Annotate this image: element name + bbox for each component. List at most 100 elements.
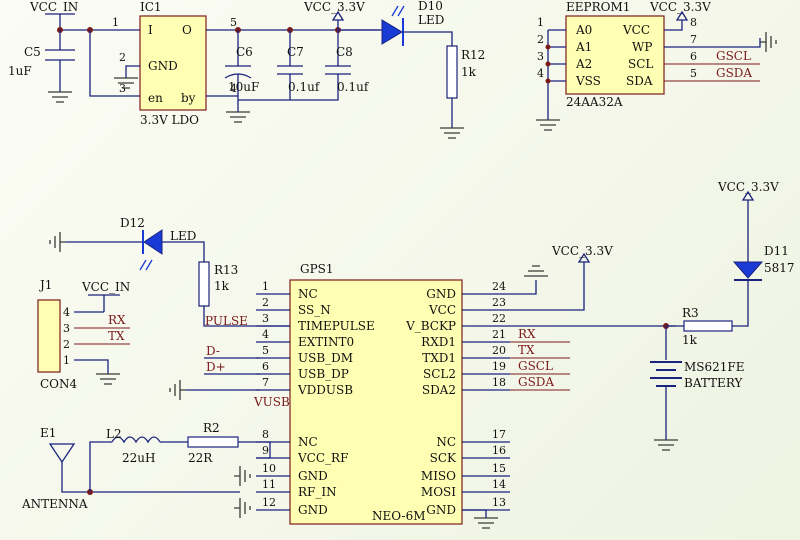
ground-icon xyxy=(234,498,251,518)
led-d12-icon xyxy=(143,229,163,255)
j1-pin-num: 4 xyxy=(63,306,70,319)
wire-led-r12 xyxy=(403,31,453,46)
wire-led12-r13 xyxy=(162,241,205,262)
gps-pin-num: 6 xyxy=(262,360,269,373)
gps-pin-label: GND xyxy=(298,503,328,517)
ldo-pin-num: 4 xyxy=(230,82,237,95)
e1-ref: E1 xyxy=(40,426,56,440)
c5-value: 1uF xyxy=(8,64,32,78)
c5-ref: C5 xyxy=(24,45,41,59)
gps-pin-label: TXD1 xyxy=(422,351,456,365)
eeprom-section: EEPROM1 24AA32A A0 A1 A2 VSS 1 2 3 4 VCC… xyxy=(536,0,777,131)
led-light-icon xyxy=(391,5,405,17)
antenna-label: ANTENNA xyxy=(21,497,88,511)
d10-ref: D10 xyxy=(418,0,443,13)
resistor-r13 xyxy=(198,261,210,307)
eeprom-pin-num: 4 xyxy=(537,67,544,80)
gps-pin-label: USB_DP xyxy=(298,367,349,381)
led-light-icon xyxy=(139,259,153,271)
d11-ref: D11 xyxy=(764,244,789,258)
power-arrow-icon xyxy=(331,10,345,21)
gps-pin-label: RF_IN xyxy=(298,485,337,499)
junction-dot xyxy=(545,44,551,50)
ground-icon xyxy=(234,466,251,486)
cap-c6-symbol xyxy=(225,30,251,96)
ground-icon xyxy=(440,127,464,139)
gps-pin-label: NC xyxy=(298,435,318,449)
wire-gps-nets xyxy=(510,341,570,391)
l2-value: 22uH xyxy=(122,451,155,465)
gps-pin-label: EXTINT0 xyxy=(298,335,354,349)
power-arrow-icon xyxy=(577,252,591,263)
gps-right-pins: 24GND23VCC22V_BCKP21RXD120TXD119SCL218SD… xyxy=(405,280,510,517)
gps-pin-label: MISO xyxy=(421,469,456,483)
eeprom-ref: EEPROM1 xyxy=(566,0,630,14)
gps-pin-num: 23 xyxy=(492,296,506,309)
c8-value: 0.1uf xyxy=(337,80,370,94)
net-rx: RX xyxy=(108,313,126,327)
eeprom-pin-num: 8 xyxy=(690,16,697,29)
wire-enable xyxy=(89,30,150,97)
junction-dot xyxy=(545,78,551,84)
ground-icon xyxy=(96,373,120,385)
r13-value: 1k xyxy=(214,279,230,293)
vcc33-label: VCC_3.3V xyxy=(303,0,365,14)
j1-pin-num: 3 xyxy=(63,322,70,335)
gps-pin-num: 21 xyxy=(492,328,506,341)
gps-pin-num: 8 xyxy=(262,428,269,441)
wire-gps-vcc xyxy=(510,262,585,311)
gps-pin-label: GND xyxy=(426,503,456,517)
d12-type: LED xyxy=(170,229,196,243)
eeprom-part: 24AA32A xyxy=(566,95,623,109)
eeprom-pin-wp: WP xyxy=(632,40,652,54)
battery-icon xyxy=(650,361,682,387)
eeprom-pin-sda: SDA xyxy=(626,74,653,88)
cap-c6-curve xyxy=(224,73,252,79)
r12-value: 1k xyxy=(461,65,477,79)
c8-ref: C8 xyxy=(336,45,353,59)
c6-value: 10uF xyxy=(228,80,259,94)
gps-pin-num: 7 xyxy=(262,376,269,389)
ground-icon xyxy=(169,380,186,400)
connector-body xyxy=(37,299,61,373)
eeprom-pin-a0: A0 xyxy=(575,23,592,37)
c6-ref: C6 xyxy=(236,45,253,59)
gps-left-pins: 1NC2SS_N3TIMEPULSE4EXTINT05USB_DM6USB_DP… xyxy=(256,280,375,517)
r3-ref: R3 xyxy=(682,306,699,320)
ground-icon xyxy=(48,91,72,103)
connector-section: J1 4 3 2 1 CON4 VCC_IN RX TX xyxy=(37,278,130,391)
j1-ref: J1 xyxy=(38,278,52,292)
gps-pin-label: RXD1 xyxy=(421,335,456,349)
gps-pin-num: 14 xyxy=(492,478,506,491)
gps-pin-label: GND xyxy=(426,287,456,301)
net-gscl: GSCL xyxy=(716,49,751,63)
ldo-section: VCC_IN C5 1uF IC1 I O GND en by 1 5 2 3 … xyxy=(8,0,485,139)
ground-icon xyxy=(654,439,678,451)
wire-eeprom-addr xyxy=(547,29,566,120)
ground-icon xyxy=(474,517,498,529)
ground-icon xyxy=(49,232,66,252)
gps-pin-label: NC xyxy=(436,435,456,449)
gps-pin-label: SS_N xyxy=(298,303,331,317)
ldo-pin-num: 2 xyxy=(119,51,126,64)
eeprom-pin-num: 1 xyxy=(537,16,544,29)
wire-usb xyxy=(204,357,260,375)
eeprom-pin-a2: A2 xyxy=(575,57,592,71)
antenna-icon xyxy=(48,443,76,464)
net-vusb: VUSB xyxy=(253,395,290,409)
resistor-r2 xyxy=(187,436,239,448)
net-gps-gsda: GSDA xyxy=(518,375,554,389)
ldo-pin-num: 1 xyxy=(112,16,119,29)
ldo-pin-gnd: GND xyxy=(148,59,178,73)
gps-pin-num: 5 xyxy=(262,344,269,357)
gps-vcc33-label: VCC_3.3V xyxy=(551,244,613,258)
eeprom-pin-a1: A1 xyxy=(575,40,592,54)
gps-chip-body xyxy=(289,279,463,525)
ldo-pin-i: I xyxy=(148,23,153,37)
eeprom-pin-num: 3 xyxy=(537,50,544,63)
gps-pin-num: 16 xyxy=(492,444,506,457)
net-dminus: D- xyxy=(206,344,220,358)
net-gps-tx: TX xyxy=(518,343,535,357)
